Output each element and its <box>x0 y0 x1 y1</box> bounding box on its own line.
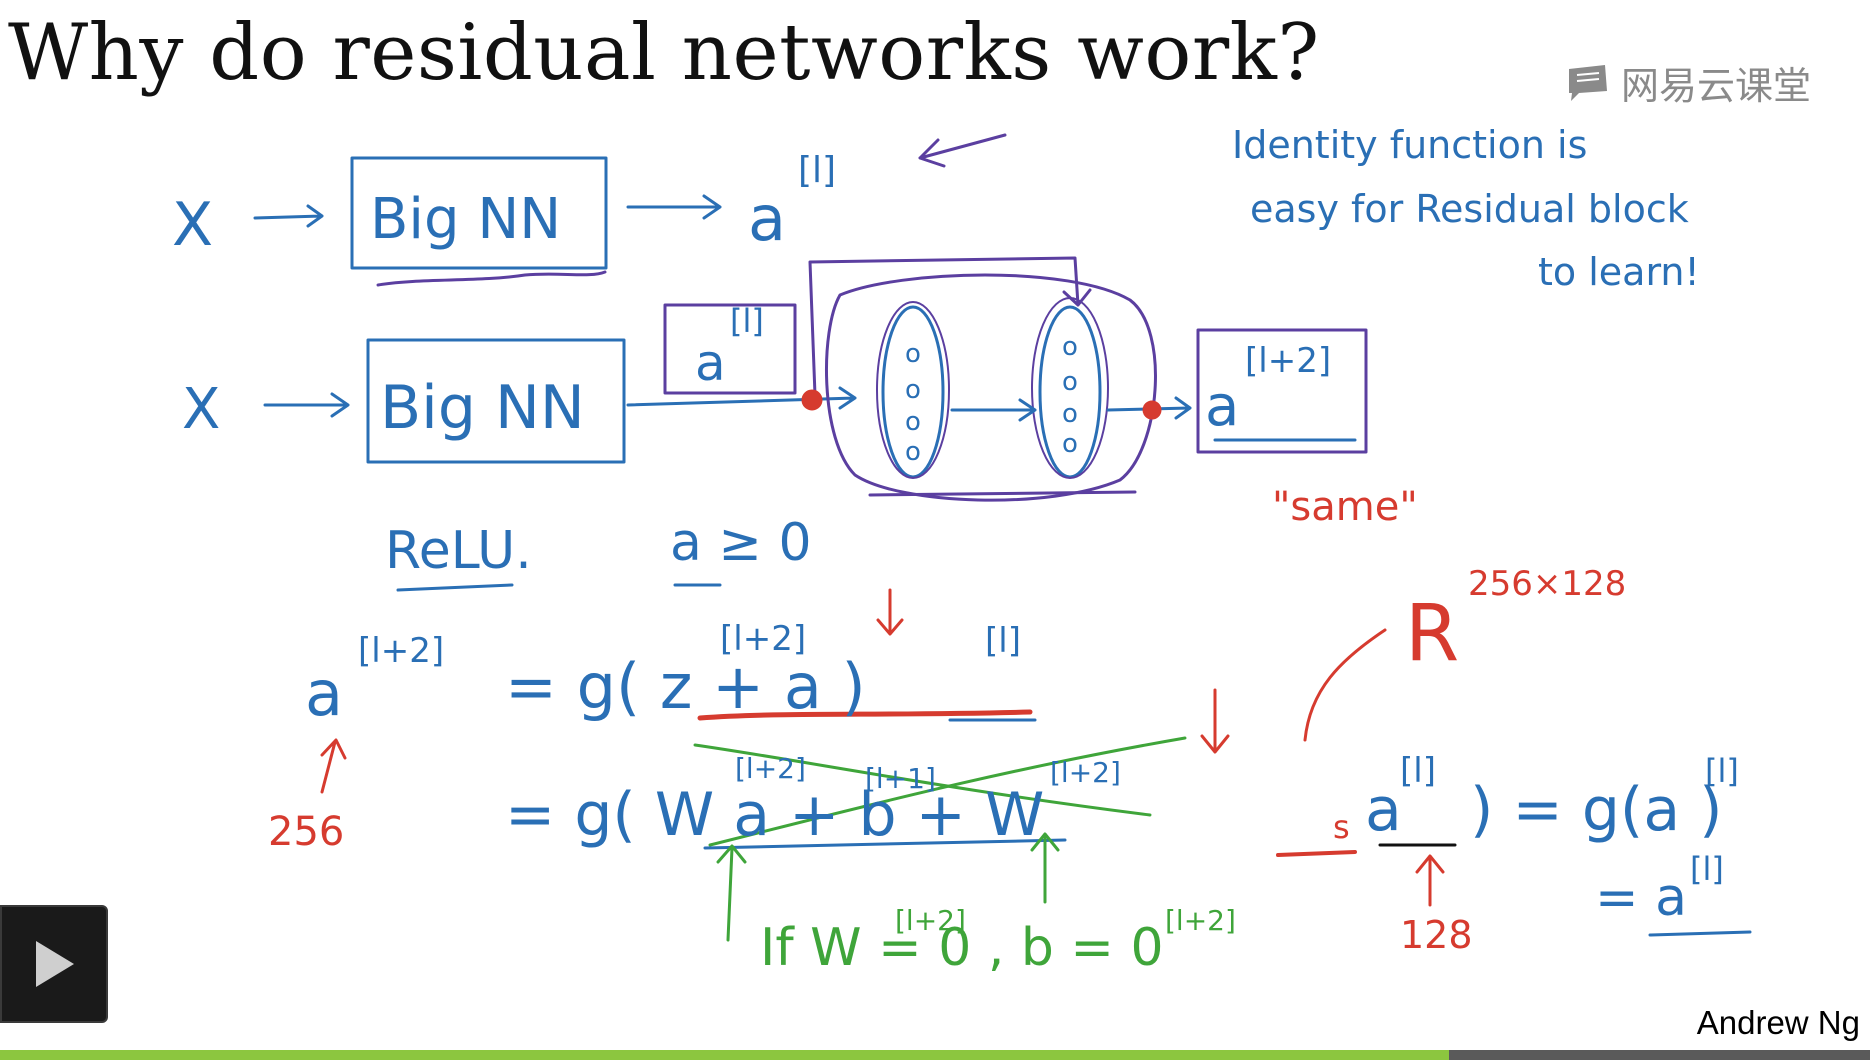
play-button[interactable] <box>0 905 108 1023</box>
play-icon <box>36 941 74 987</box>
neuron: o <box>1062 332 1078 362</box>
neuron: o <box>905 339 921 369</box>
label-a-l-box: a <box>695 334 726 392</box>
progress-fill <box>0 1050 1450 1060</box>
eq2-a-l: a <box>1365 775 1402 845</box>
note-identity-line-3: to learn! <box>1538 250 1700 294</box>
label-a-ge-zero: a ≥ 0 <box>670 513 812 573</box>
label-r-dim-sup: 256×128 <box>1468 564 1626 604</box>
eq3-sup: [l] <box>1690 850 1724 888</box>
underline-relu <box>396 583 514 592</box>
neuron-layer-1-outline <box>876 301 950 479</box>
if-w-sup: [l+2] <box>895 904 966 937</box>
label-a-l2-box-sup: [l+2] <box>1245 341 1331 381</box>
eq2-ws-sub: s <box>1333 808 1350 846</box>
eq2-b-sup: [l+2] <box>1050 756 1121 789</box>
neuron: o <box>905 375 921 405</box>
video-progress-bar[interactable] <box>0 1050 1870 1060</box>
red-arrow-up-256 <box>320 738 347 794</box>
label-relu: ReLU. <box>385 521 532 581</box>
green-cross-1 <box>693 743 1152 817</box>
neuron: o <box>1062 399 1078 429</box>
label-big-nn-mid: Big NN <box>380 373 585 443</box>
eq1-z-sup: [l+2] <box>720 619 806 659</box>
neuron: o <box>905 437 921 467</box>
big-nn-box-mid <box>366 338 626 464</box>
eq2-a-sup: [l+1] <box>865 762 936 795</box>
watermark-text: 网易云课堂 <box>1621 66 1812 108</box>
slide-title: Why do residual networks work? <box>8 8 1320 98</box>
eq3: = a <box>1595 868 1687 928</box>
red-arrow-up-128 <box>1415 854 1445 907</box>
label-x-top: X <box>172 190 213 260</box>
residual-block-outline <box>825 273 1157 502</box>
label-256: 256 <box>268 809 344 855</box>
eq2-w-sup: [l+2] <box>735 752 806 785</box>
neuron: o <box>1062 429 1078 459</box>
green-arrow-up-b <box>1030 832 1060 904</box>
neuron: o <box>905 407 921 437</box>
red-arrow-down-eq1 <box>876 588 904 636</box>
arrow-x-to-nn-top <box>253 204 324 228</box>
arrow-x-to-nn-mid <box>263 392 350 418</box>
eq2-close: ) = g(a ) <box>1470 775 1723 845</box>
big-nn-box-top <box>350 156 608 270</box>
a-l-box <box>663 303 797 395</box>
eq1-a-sup: [l] <box>985 621 1021 661</box>
underline-big-nn-top <box>376 270 607 287</box>
eq1-rhs: = g( z + a ) <box>505 650 866 723</box>
netease-cloud-classroom-logo-icon <box>1569 64 1607 101</box>
label-a-l-box-sup: [l] <box>730 302 764 340</box>
if-condition: If W = 0 , b = 0 <box>760 918 1164 978</box>
eq1-lhs: a <box>305 657 343 730</box>
label-r-dim: R <box>1405 589 1459 679</box>
red-underline-ws <box>1276 850 1357 857</box>
eq2-ga-sup: [l] <box>1705 752 1739 790</box>
arrow-pointing-a-top <box>918 133 1007 168</box>
note-identity-line-1: Identity function is <box>1232 123 1587 167</box>
green-arrow-up-w <box>716 844 747 942</box>
red-arrow-down-ws <box>1200 688 1230 754</box>
eq1-lhs-sup: [l+2] <box>358 631 444 671</box>
arrow-nn-to-a-top <box>626 194 722 220</box>
label-a-l-top: a <box>748 182 786 255</box>
label-128: 128 <box>1400 913 1473 957</box>
label-big-nn-top: Big NN <box>370 187 561 252</box>
green-cross-2 <box>708 736 1187 847</box>
label-a-l2-box: a <box>1205 374 1239 439</box>
block-bottom-line <box>868 490 1137 497</box>
label-x-mid: X <box>182 377 220 442</box>
note-identity-line-2: easy for Residual block <box>1250 187 1689 231</box>
neuron: o <box>1062 367 1078 397</box>
watermark: 网易云课堂 <box>1565 55 1811 110</box>
underline-eq3 <box>1648 930 1752 937</box>
eq2-rhs: = g( W a + b + W <box>505 780 1044 850</box>
red-curve-to-r <box>1303 628 1387 742</box>
a-l2-box <box>1196 328 1368 454</box>
add-node-end <box>1142 400 1162 420</box>
blue-underline-eq2 <box>703 838 1067 850</box>
neuron-layer-2-outline <box>1031 297 1109 479</box>
arrow-layer1-to-layer2 <box>950 398 1037 422</box>
author-name: Andrew Ng <box>1696 1004 1860 1041</box>
red-underline-eq1 <box>697 709 1033 721</box>
label-a-l-top-sup: [l] <box>798 150 836 191</box>
eq2-a-l-sup: [l] <box>1400 751 1436 791</box>
label-same: "same" <box>1272 484 1418 530</box>
if-b-sup: [l+2] <box>1165 904 1236 937</box>
add-node-start <box>801 389 823 411</box>
